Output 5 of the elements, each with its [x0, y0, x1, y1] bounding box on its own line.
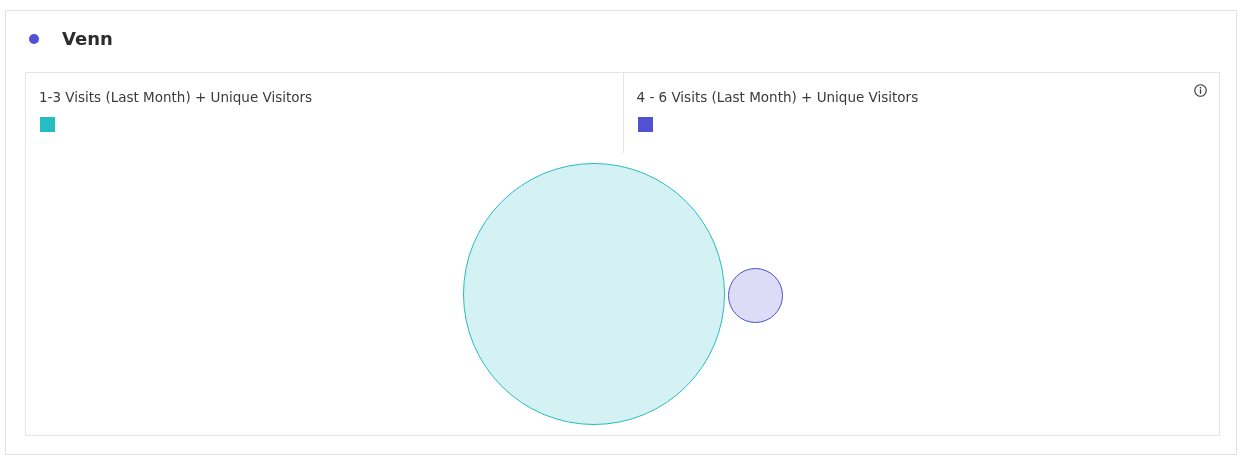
legend-label: 1-3 Visits (Last Month) + Unique Visitors	[39, 89, 313, 105]
legend-label: 4 - 6 Visits (Last Month) + Unique Visitors	[636, 89, 919, 105]
venn-circle	[463, 163, 725, 425]
venn-circle	[727, 267, 783, 323]
chart-title: Venn	[62, 28, 113, 49]
